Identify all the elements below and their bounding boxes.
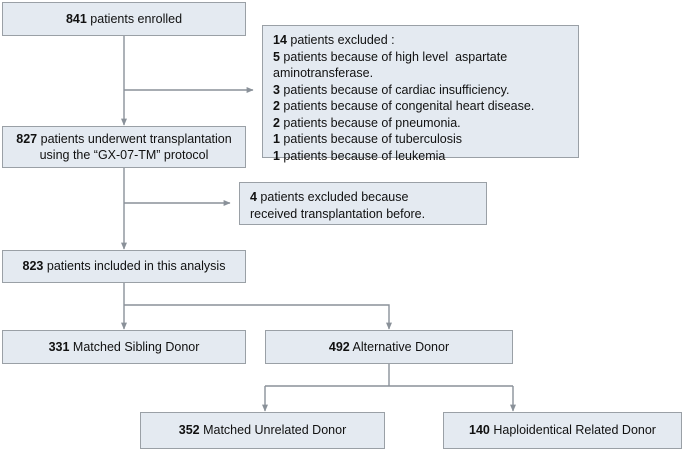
node-matched-unrelated-count: 352 — [178, 423, 200, 438]
exclusion-item: 2 patients because of pneumonia. — [273, 115, 570, 132]
exclusion-item-label: patients because of high level aspartate — [279, 49, 508, 64]
exclusion-item-count: 3 — [273, 82, 280, 97]
exclusion-item-label: patients because of congenital heart dis… — [279, 99, 535, 113]
exclusion-header: 14 patients excluded : — [273, 32, 570, 49]
exclusion-item-count: 1 — [273, 148, 280, 163]
node-included-label: patients included in this analysis — [43, 259, 226, 274]
exclusion-item-label: aminotransferase. — [273, 66, 374, 80]
node-transplanted-line2: using the “GX-07-TM” protocol — [39, 148, 209, 162]
node-haploidentical-text: 140 Haploidentical Related Donor — [469, 422, 656, 439]
exclusion-second-line2: received transplantation before. — [250, 206, 426, 221]
node-enrolled-count: 841 — [65, 11, 87, 26]
node-alternative-label: Alternative Donor — [349, 339, 450, 354]
exclusion-header-label: patients excluded : — [286, 33, 395, 47]
exclusion-item: 1 patients because of leukemia — [273, 148, 570, 165]
node-exclusions-first: 14 patients excluded : 5 patients becaus… — [262, 25, 579, 163]
node-haploidentical-donor: 140 Haploidentical Related Donor — [443, 412, 682, 449]
node-included: 823 patients included in this analysis — [2, 250, 246, 283]
node-matched-unrelated-label: Matched Unrelated Donor — [199, 423, 347, 438]
node-transplanted: 827 patients underwent transplantation us… — [2, 126, 246, 168]
node-enrolled-label: patients enrolled — [86, 11, 183, 26]
exclusion-item-count: 2 — [273, 99, 280, 113]
exclusion-item: 5 patients because of high level asparta… — [273, 49, 570, 66]
node-transplanted-count: 827 — [16, 131, 38, 146]
exclusion-item-label: patients because of pneumonia. — [279, 115, 461, 130]
node-matched-sibling-label: Matched Sibling Donor — [69, 339, 200, 354]
node-included-text: 823 patients included in this analysis — [23, 258, 226, 275]
node-enrolled: 841 patients enrolled — [2, 2, 246, 36]
exclusion-item: 3 patients because of cardiac insufficie… — [273, 82, 570, 99]
exclusion-item: aminotransferase. — [273, 65, 570, 82]
exclusion-item-count: 2 — [273, 115, 280, 130]
node-transplanted-text: 827 patients underwent transplantation us… — [16, 131, 231, 164]
node-included-count: 823 — [22, 259, 44, 274]
node-haploidentical-count: 140 — [469, 423, 490, 438]
exclusion-item: 2 patients because of congenital heart d… — [273, 98, 570, 115]
exclusion-item-count: 1 — [273, 132, 280, 146]
node-haploidentical-label: Haploidentical Related Donor — [489, 423, 656, 438]
node-matched-sibling-donor: 331 Matched Sibling Donor — [2, 330, 246, 364]
exclusion-item: 1 patients because of tuberculosis — [273, 131, 570, 148]
node-matched-unrelated-donor: 352 Matched Unrelated Donor — [140, 412, 385, 449]
node-alternative-donor: 492 Alternative Donor — [265, 330, 513, 364]
exclusion-item-count: 5 — [273, 49, 280, 64]
node-alternative-text: 492 Alternative Donor — [329, 339, 449, 356]
node-transplanted-line1: patients underwent transplantation — [37, 131, 232, 146]
exclusion-second-line1: 4 patients excluded because — [250, 189, 478, 206]
node-matched-unrelated-text: 352 Matched Unrelated Donor — [179, 422, 346, 439]
exclusion-second-count: 4 — [250, 190, 257, 204]
node-matched-sibling-text: 331 Matched Sibling Donor — [49, 339, 200, 356]
arrow-included-to-alternative — [124, 304, 392, 330]
exclusion-item-label: patients because of leukemia — [279, 148, 446, 163]
exclusion-item-label: patients because of tuberculosis — [279, 132, 463, 146]
node-alternative-count: 492 — [328, 339, 350, 354]
exclusion-second-label1: patients excluded because — [256, 190, 409, 204]
node-enrolled-text: 841 patients enrolled — [66, 11, 182, 28]
node-exclusions-second: 4 patients excluded because received tra… — [239, 182, 487, 225]
node-matched-sibling-count: 331 — [48, 339, 70, 354]
exclusion-item-label: patients because of cardiac insufficienc… — [279, 82, 510, 97]
exclusion-header-count: 14 — [273, 33, 287, 47]
